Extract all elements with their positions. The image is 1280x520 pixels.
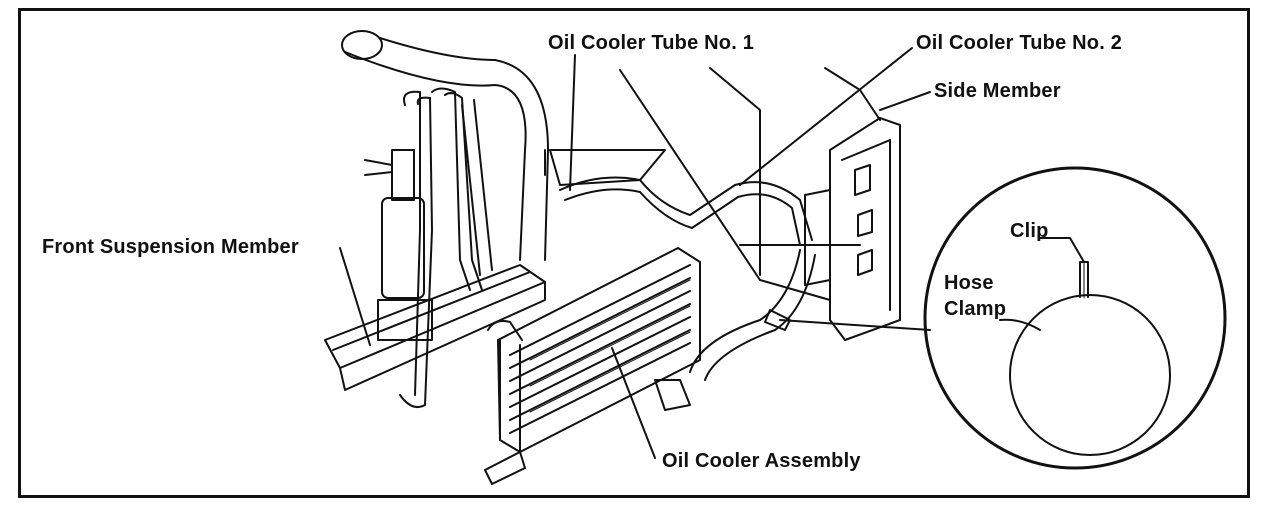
label-hose: Hose [944,272,994,294]
label-clamp: Clamp [944,298,1007,320]
oil-cooler-core [484,247,701,485]
intake-hose [341,30,549,261]
shock-absorber [364,149,433,341]
label-oil-cooler-assembly: Oil Cooler Assembly [662,450,861,472]
label-front-suspension-member: Front Suspension Member [42,236,299,258]
hose-clamp-detail [923,166,1227,470]
label-oil-cooler-tube-1: Oil Cooler Tube No. 1 [548,32,755,54]
label-side-member: Side Member [934,80,1061,102]
mounting-bracket [544,149,666,186]
body-structure-lines [619,67,881,301]
front-suspension-member [324,264,546,391]
vertical-pipes [399,87,493,408]
label-clip: Clip [1010,220,1049,242]
label-oil-cooler-tube-2: Oil Cooler Tube No. 2 [916,32,1123,54]
figure-border [18,8,1250,498]
leader-lines [339,47,931,459]
side-member [804,117,901,341]
